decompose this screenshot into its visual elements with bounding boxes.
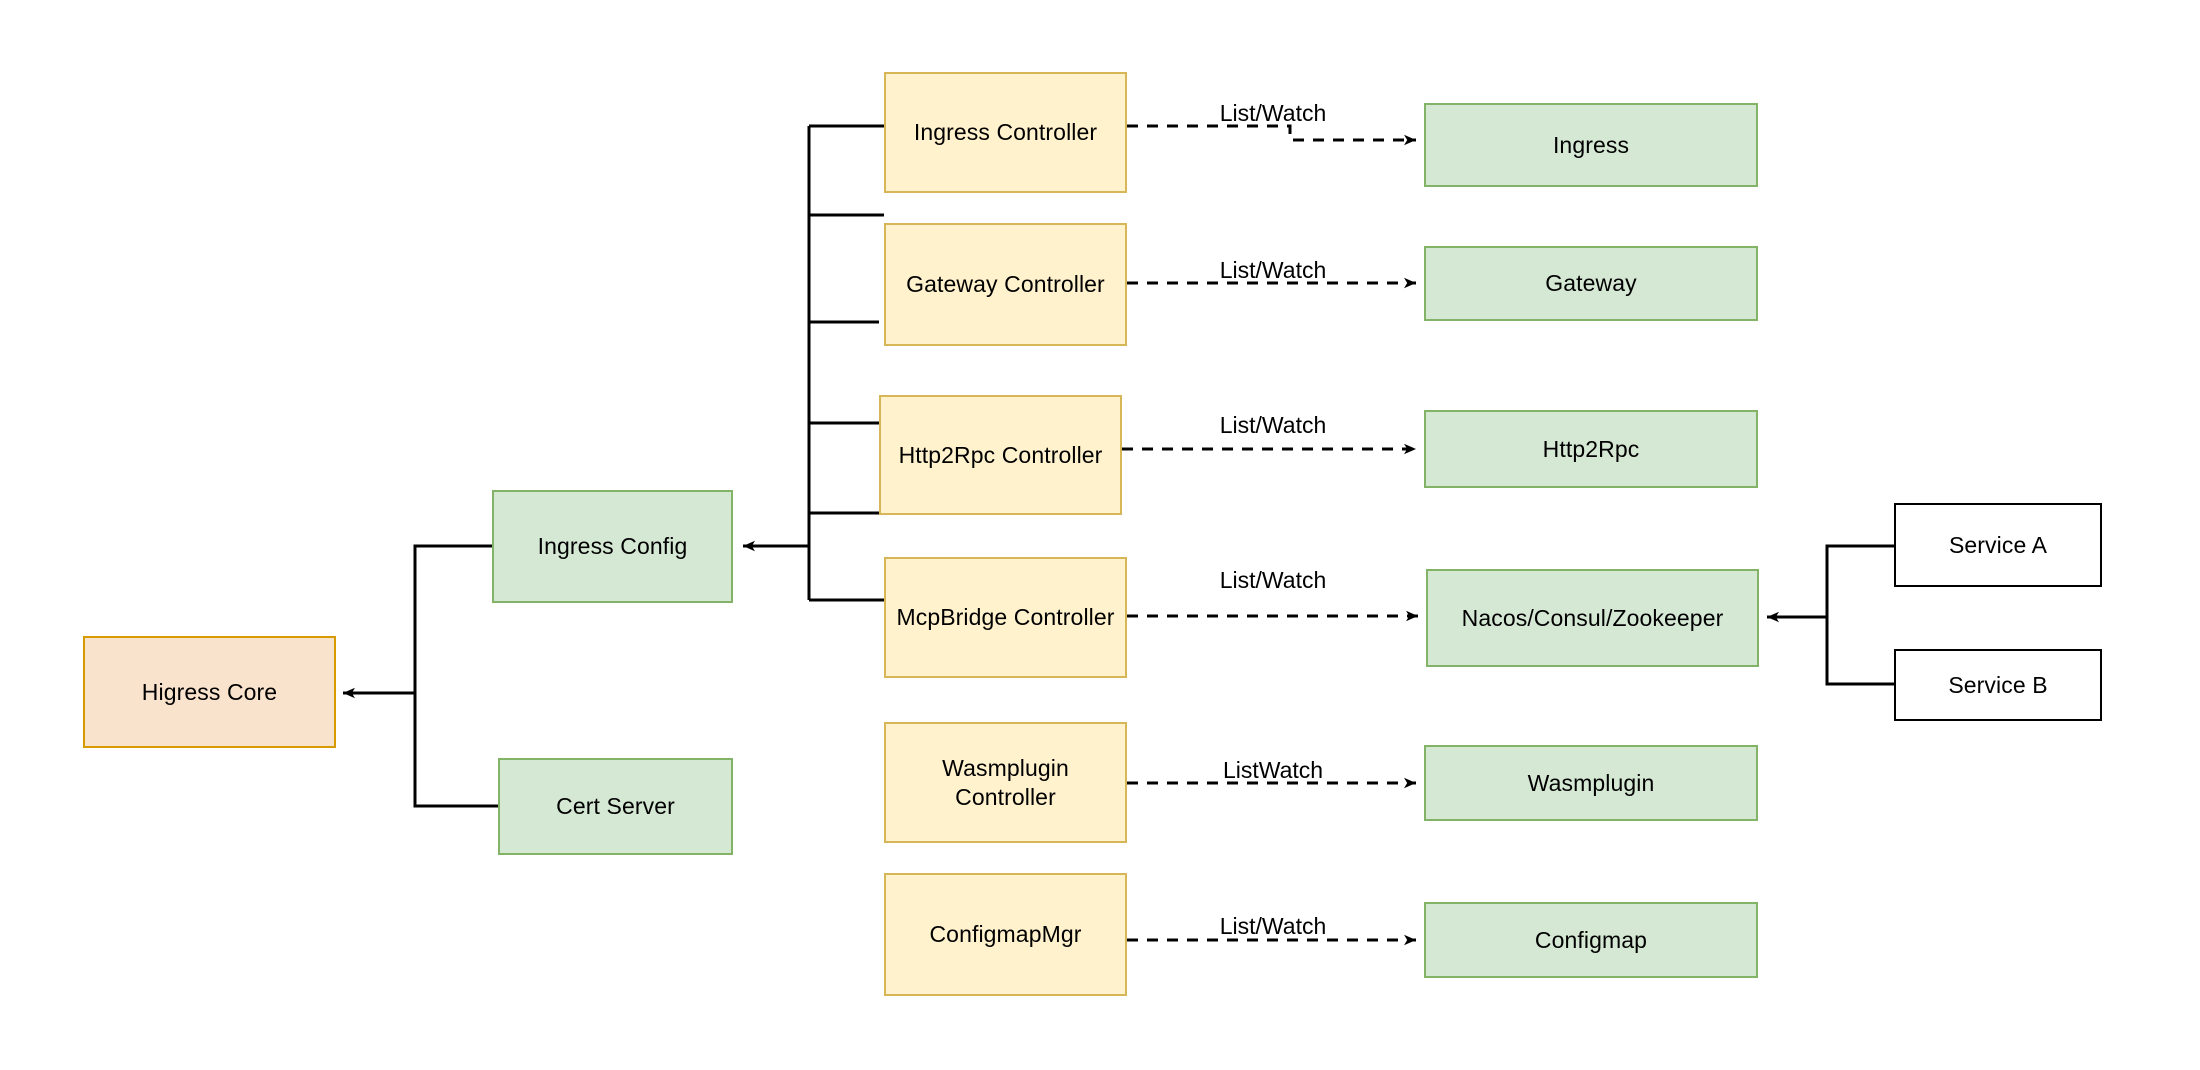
edge-label-configmap-watch: List/Watch [1219, 913, 1327, 939]
wire-ingress-config-to-core [413, 544, 492, 693]
node-wasmplugin-controller[interactable]: Wasmplugin Controller [884, 722, 1127, 843]
node-configmap-resource-label: Configmap [1534, 926, 1648, 953]
node-service-a[interactable]: Service A [1894, 503, 2102, 587]
node-service-a-label: Service A [1948, 531, 2048, 558]
node-cert-server-label: Cert Server [556, 793, 675, 820]
edge-label-http2rpc-watch: List/Watch [1219, 412, 1327, 438]
node-registry-resource[interactable]: Nacos/Consul/Zookeeper [1426, 569, 1759, 667]
edge-label-mcpbridge-watch: List/Watch [1219, 567, 1327, 593]
node-http2rpc-resource[interactable]: Http2Rpc [1424, 410, 1758, 488]
node-http2rpc-resource-label: Http2Rpc [1542, 435, 1640, 462]
wire-controller-trunk [807, 124, 884, 602]
node-http2rpc-controller[interactable]: Http2Rpc Controller [879, 395, 1122, 515]
node-configmapmgr-label: ConfigmapMgr [929, 921, 1082, 948]
node-ingress-resource[interactable]: Ingress [1424, 103, 1758, 187]
node-gateway-controller-label: Gateway Controller [906, 271, 1105, 298]
wire-service-b-to-registry [1825, 617, 1894, 686]
node-higress-core[interactable]: Higress Core [83, 636, 336, 748]
node-ingress-config[interactable]: Ingress Config [492, 490, 733, 603]
node-ingress-controller[interactable]: Ingress Controller [884, 72, 1127, 193]
wire-cert-server-to-core [413, 693, 498, 808]
node-wasmplugin-controller-label: Wasmplugin Controller [942, 755, 1069, 810]
node-gateway-resource[interactable]: Gateway [1424, 246, 1758, 321]
node-registry-resource-label: Nacos/Consul/Zookeeper [1461, 604, 1724, 631]
node-configmap-resource[interactable]: Configmap [1424, 902, 1758, 978]
node-mcpbridge-controller-label: McpBridge Controller [896, 604, 1115, 631]
edge-label-wasmplugin-watch: ListWatch [1222, 757, 1324, 783]
node-cert-server[interactable]: Cert Server [498, 758, 733, 855]
node-higress-core-label: Higress Core [141, 678, 278, 705]
node-mcpbridge-controller[interactable]: McpBridge Controller [884, 557, 1127, 678]
wire-ingress-listwatch [1127, 124, 1416, 146]
node-ingress-resource-label: Ingress [1552, 131, 1630, 158]
edge-label-ingress-watch: List/Watch [1219, 100, 1327, 126]
node-ingress-config-label: Ingress Config [537, 533, 688, 560]
node-wasmplugin-resource-label: Wasmplugin [1527, 769, 1655, 796]
node-gateway-resource-label: Gateway [1545, 270, 1637, 297]
wire-service-a-to-registry [1825, 544, 1894, 617]
node-ingress-controller-label: Ingress Controller [913, 119, 1098, 146]
node-configmapmgr[interactable]: ConfigmapMgr [884, 873, 1127, 996]
node-service-b-label: Service B [1948, 671, 2048, 698]
node-gateway-controller[interactable]: Gateway Controller [884, 223, 1127, 346]
node-service-b[interactable]: Service B [1894, 649, 2102, 721]
edge-label-gateway-watch: List/Watch [1219, 257, 1327, 283]
node-wasmplugin-resource[interactable]: Wasmplugin [1424, 745, 1758, 821]
node-http2rpc-controller-label: Http2Rpc Controller [898, 441, 1103, 468]
